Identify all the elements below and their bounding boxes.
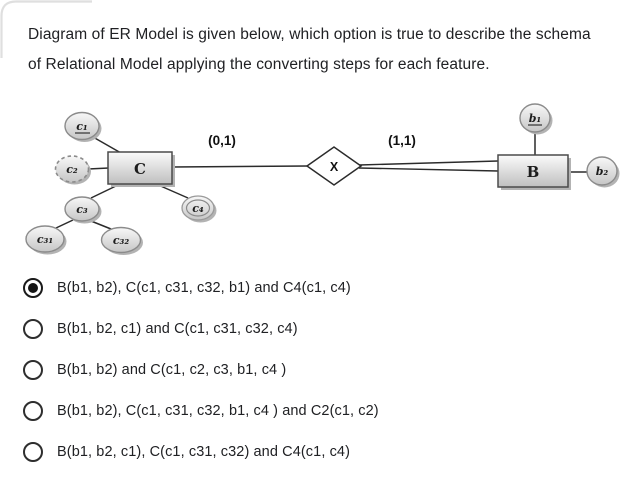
- attribute-b1-label: b₁: [529, 112, 542, 125]
- radio-button-2[interactable]: [23, 319, 43, 339]
- question-line-2: of Relational Model applying the convert…: [28, 56, 490, 73]
- attribute-c32-label: c₃₂: [113, 234, 130, 247]
- attribute-c2-label: c₂: [66, 163, 78, 176]
- entity-c-rect: [107, 151, 173, 185]
- attribute-b1-ellipse: [519, 103, 551, 133]
- er-diagram-svg: C B X (0,1) (1,1) c₁ c₂ c₃ c₃₁ c₃₂ c₄ b₁…: [25, 103, 620, 255]
- radio-button-3[interactable]: [23, 360, 43, 380]
- question-text: Diagram of ER Model is given below, whic…: [28, 20, 634, 80]
- attribute-c3-label: c₃: [76, 203, 88, 216]
- line-c3-c31: [55, 219, 74, 229]
- option-label-2[interactable]: B(b1, b2, c1) and C(c1, c31, c32, c4): [57, 321, 298, 337]
- entity-c-label: C: [134, 160, 146, 178]
- option-label-3[interactable]: B(b1, b2) and C(c1, c2, c3, b1, c4 ): [57, 362, 287, 378]
- radio-button-5[interactable]: [23, 442, 43, 462]
- er-diagram: C B X (0,1) (1,1) c₁ c₂ c₃ c₃₁ c₃₂ c₄ b₁…: [0, 95, 640, 263]
- attribute-b2-label: b₂: [596, 165, 609, 178]
- option-row-1[interactable]: B(b1, b2), C(c1, c31, c32, b1) and C4(c1…: [23, 278, 623, 298]
- attribute-c1-label: c₁: [76, 120, 88, 133]
- option-label-4[interactable]: B(b1, b2), C(c1, c31, c32, b1, c4 ) and …: [57, 403, 379, 419]
- cardinality-right-label: (1,1): [388, 133, 416, 148]
- attribute-c4-label: c₄: [192, 202, 204, 215]
- line-c3-c32: [90, 220, 112, 230]
- attribute-b2-ellipse: [586, 156, 618, 186]
- question-line-1: Diagram of ER Model is given below, whic…: [28, 26, 591, 43]
- relationship-x-diamond: [305, 146, 363, 186]
- connector-lines: [55, 132, 588, 230]
- radio-button-1[interactable]: [23, 278, 43, 298]
- line-c3-C: [90, 184, 119, 199]
- relationship-x-label: X: [330, 160, 339, 174]
- attribute-c31-label: c₃₁: [37, 233, 53, 246]
- line-X-B-lower: [358, 167, 499, 172]
- option-label-5[interactable]: B(b1, b2, c1), C(c1, c31, c32) and C4(c1…: [57, 444, 351, 460]
- attribute-c4-inner-ellipse: [185, 199, 211, 217]
- answer-options: B(b1, b2), C(c1, c31, c32, b1) and C4(c1…: [23, 278, 623, 483]
- option-row-5[interactable]: B(b1, b2, c1), C(c1, c31, c32) and C4(c1…: [23, 442, 623, 462]
- cardinality-left-label: (0,1): [208, 133, 236, 148]
- attribute-c1-ellipse: [64, 111, 100, 141]
- line-C-X: [171, 165, 309, 168]
- entity-b-rect: [497, 154, 569, 188]
- attribute-c3-ellipse: [64, 196, 100, 222]
- attribute-c2-ellipse: [54, 155, 90, 183]
- option-row-3[interactable]: B(b1, b2) and C(c1, c2, c3, b1, c4 ): [23, 360, 623, 380]
- attribute-c32-ellipse: [100, 226, 142, 254]
- attribute-c31-ellipse: [25, 225, 65, 253]
- line-X-B-upper: [358, 160, 499, 166]
- radio-button-4[interactable]: [23, 401, 43, 421]
- option-label-1[interactable]: B(b1, b2), C(c1, c31, c32, b1) and C4(c1…: [57, 280, 351, 296]
- line-c2-C: [87, 167, 110, 170]
- entity-b-label: B: [527, 163, 540, 181]
- option-row-4[interactable]: B(b1, b2), C(c1, c31, c32, b1, c4 ) and …: [23, 401, 623, 421]
- option-row-2[interactable]: B(b1, b2, c1) and C(c1, c31, c32, c4): [23, 319, 623, 339]
- line-c1-C: [92, 136, 122, 154]
